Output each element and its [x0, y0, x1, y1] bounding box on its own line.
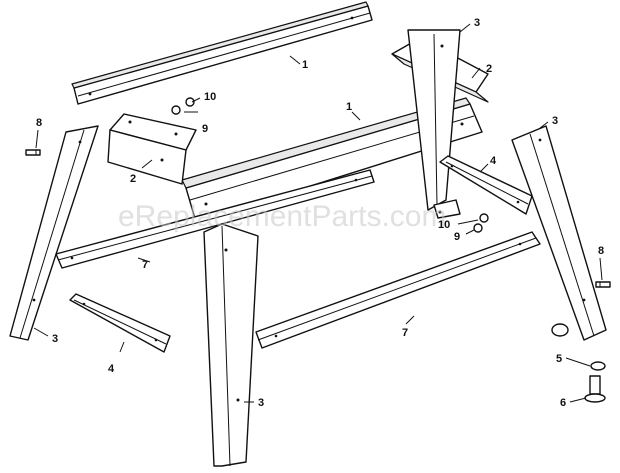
- callout-3d: 3: [258, 397, 264, 409]
- bolt-part-8-right: [595, 281, 611, 288]
- short-rail-part-4-left: [69, 293, 171, 353]
- callout-labels: 1 1 2 2 3 3 3 3 4 4 5 6 7 7 8 8 9 9 10 1…: [36, 17, 604, 409]
- callout-4a: 4: [490, 155, 497, 167]
- callout-1a: 1: [302, 59, 308, 71]
- corner-bracket-part-2-left: [107, 113, 197, 185]
- nut-part-10-right: [479, 213, 489, 223]
- leveling-nut-part-5: [551, 323, 606, 371]
- stretcher-part-7-front: [255, 231, 541, 349]
- nut-part-10-left: [185, 97, 195, 107]
- leg-part-3-left: [9, 125, 99, 341]
- callout-9b: 9: [454, 231, 460, 243]
- leader-lines: [33, 23, 603, 403]
- callout-5: 5: [556, 353, 562, 365]
- front-rail-part-1: [181, 97, 483, 223]
- callout-10b: 10: [438, 219, 450, 231]
- callout-7a: 7: [402, 327, 408, 339]
- watermark-text: eReplacementParts.com: [118, 200, 446, 233]
- callout-4b: 4: [108, 363, 115, 375]
- washer-part-9-left: [171, 105, 181, 115]
- callout-6: 6: [560, 397, 566, 409]
- callout-10a: 10: [204, 91, 216, 103]
- leg-part-3-right: [511, 125, 607, 341]
- bolt-part-8-left: [25, 149, 41, 156]
- callout-1b: 1: [346, 101, 352, 113]
- washer-part-9-right: [473, 223, 483, 233]
- callout-9a: 9: [202, 123, 208, 135]
- leveling-foot-part-6: [584, 375, 606, 403]
- callout-3c: 3: [52, 333, 58, 345]
- callout-8b: 8: [598, 245, 604, 257]
- leg-part-3-front: [203, 223, 259, 467]
- callout-8a: 8: [36, 117, 42, 129]
- callout-3a: 3: [474, 17, 480, 29]
- stretcher-part-7-left: [55, 169, 375, 269]
- top-rail-part-1: [71, 1, 373, 105]
- callout-7b: 7: [142, 259, 148, 271]
- callout-2b: 2: [486, 63, 492, 75]
- callout-3b: 3: [552, 115, 558, 127]
- callout-2a: 2: [130, 173, 136, 185]
